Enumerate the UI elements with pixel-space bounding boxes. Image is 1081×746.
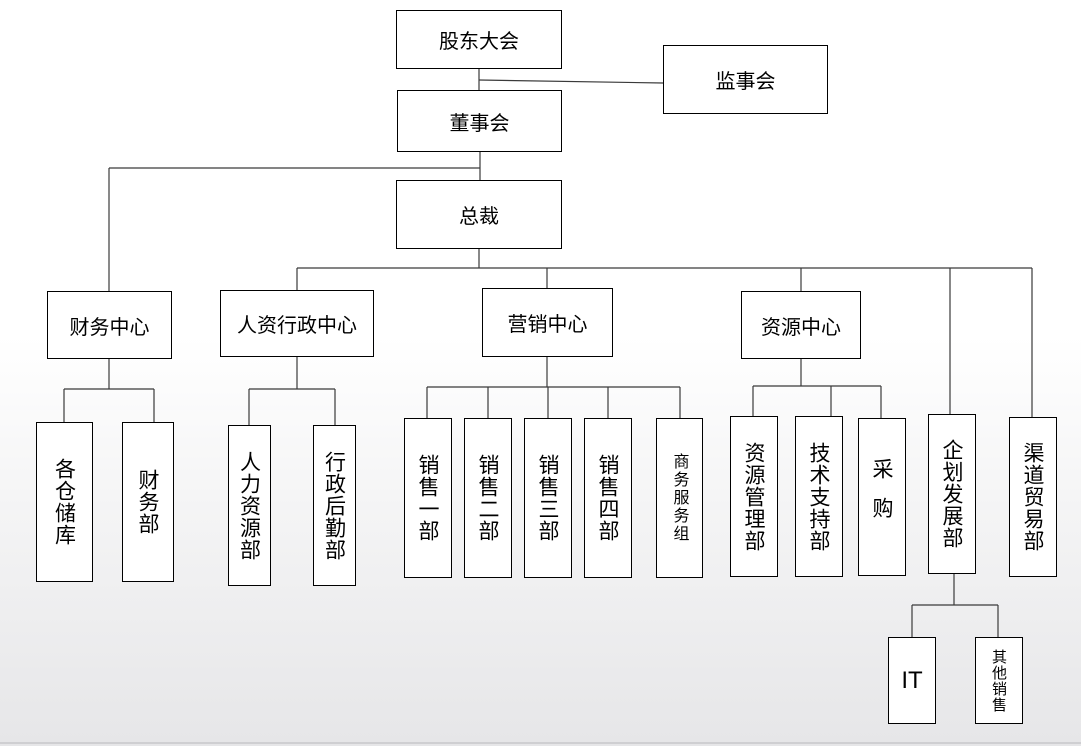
resource-mgmt-dept-box: 资源管理部 bbox=[730, 416, 778, 577]
finance-center-box: 财务中心 bbox=[47, 291, 172, 359]
shareholders-box: 股东大会 bbox=[396, 10, 562, 69]
president-box: 总裁 bbox=[396, 180, 562, 249]
sales-dept-2-box: 销售二部 bbox=[464, 418, 512, 578]
tech-support-dept-box: 技术支持部 bbox=[795, 416, 843, 577]
other-sales-dept-box: 其他销售 bbox=[975, 637, 1023, 724]
hr-admin-center-box: 人资行政中心 bbox=[220, 290, 374, 357]
supervisors-box: 监事会 bbox=[663, 45, 828, 114]
bottom-edge-line bbox=[0, 742, 1081, 744]
sales-dept-1-box: 销售一部 bbox=[404, 418, 452, 578]
admin-logistics-dept-box: 行政后勤部 bbox=[313, 425, 356, 586]
channel-trade-dept-box: 渠道贸易部 bbox=[1009, 417, 1057, 577]
sales-dept-3-box: 销售三部 bbox=[524, 418, 572, 578]
procurement-dept-box: 采购 bbox=[858, 418, 906, 576]
finance-dept-box: 财务部 bbox=[122, 422, 174, 582]
it-dept-box: IT bbox=[888, 637, 936, 724]
sales-dept-4-box: 销售四部 bbox=[584, 418, 632, 578]
hr-dept-box: 人力资源部 bbox=[228, 425, 271, 586]
resource-center-box: 资源中心 bbox=[741, 291, 861, 359]
business-service-group-box: 商务服务组 bbox=[656, 418, 703, 578]
marketing-center-box: 营销中心 bbox=[482, 288, 613, 357]
board-box: 董事会 bbox=[397, 90, 562, 152]
warehouse-dept-box: 各仓储库 bbox=[36, 422, 93, 582]
planning-dept-box: 企划发展部 bbox=[928, 414, 976, 574]
